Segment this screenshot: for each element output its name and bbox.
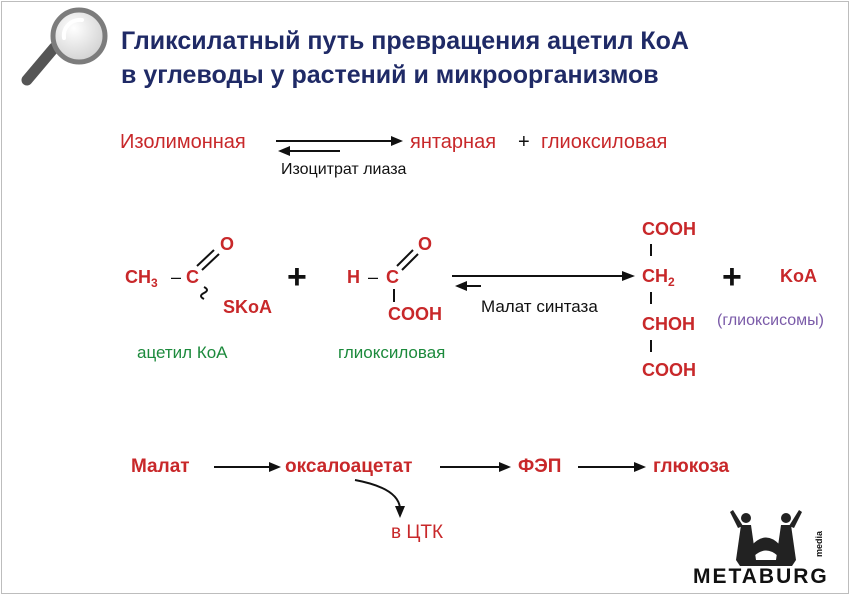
malate-ch2: CH2 — [642, 266, 675, 289]
glyox-carbon: C — [386, 267, 399, 287]
reaction1-plus: + — [518, 131, 530, 153]
brand-tag: media — [814, 530, 824, 557]
acetyl-skoa: SKoA — [223, 297, 272, 317]
malate-synthase-label: Малат синтаза — [481, 297, 598, 316]
glyox-oxygen: O — [418, 234, 433, 254]
pathway-step-oxaloacetate: оксалоацетат — [285, 456, 413, 477]
acetyl-carbon: C — [186, 267, 199, 287]
pathway-step-glucose: глюкоза — [653, 456, 730, 477]
reaction2-plus-2: + — [722, 258, 742, 296]
acetyl-oxygen: O — [220, 234, 235, 254]
koa-label: KoA — [780, 266, 817, 286]
page-title-line2: в углеводы у растений и микроорганизмов — [121, 61, 659, 89]
glyoxysome-label: (глиоксисомы) — [717, 312, 825, 329]
acetyl-ch3: CH3 — [125, 267, 158, 290]
malate-choh: CHOH — [642, 314, 695, 334]
reaction2-plus-1: + — [287, 258, 307, 296]
acetyl-coa-label: ацетил КоА — [137, 343, 228, 362]
pathway-step-pep: ФЭП — [518, 456, 562, 477]
glyox-h: H — [347, 267, 360, 287]
tca-branch-label: в ЦТК — [391, 522, 444, 543]
page-title-line1: Гликсилатный путь превращения ацетил КоА — [121, 27, 689, 55]
glyoxylate-label-2: глиоксиловая — [338, 343, 446, 362]
succinate-label: янтарная — [410, 131, 497, 153]
pathway-step-malate: Малат — [131, 456, 190, 477]
glyox-cooh: COOH — [388, 304, 442, 324]
malate-cooh-top: COOH — [642, 219, 696, 239]
isocitrate-label: Изолимонная — [120, 131, 246, 153]
glyox-bond: – — [368, 267, 379, 287]
malate-cooh-bottom: COOH — [642, 360, 696, 380]
isocitrate-lyase-label: Изоцитрат лиаза — [281, 161, 407, 178]
glyoxylate-label: глиоксиловая — [541, 131, 668, 153]
acetyl-bond: – — [171, 267, 182, 287]
brand-name: METABURG — [693, 565, 829, 588]
